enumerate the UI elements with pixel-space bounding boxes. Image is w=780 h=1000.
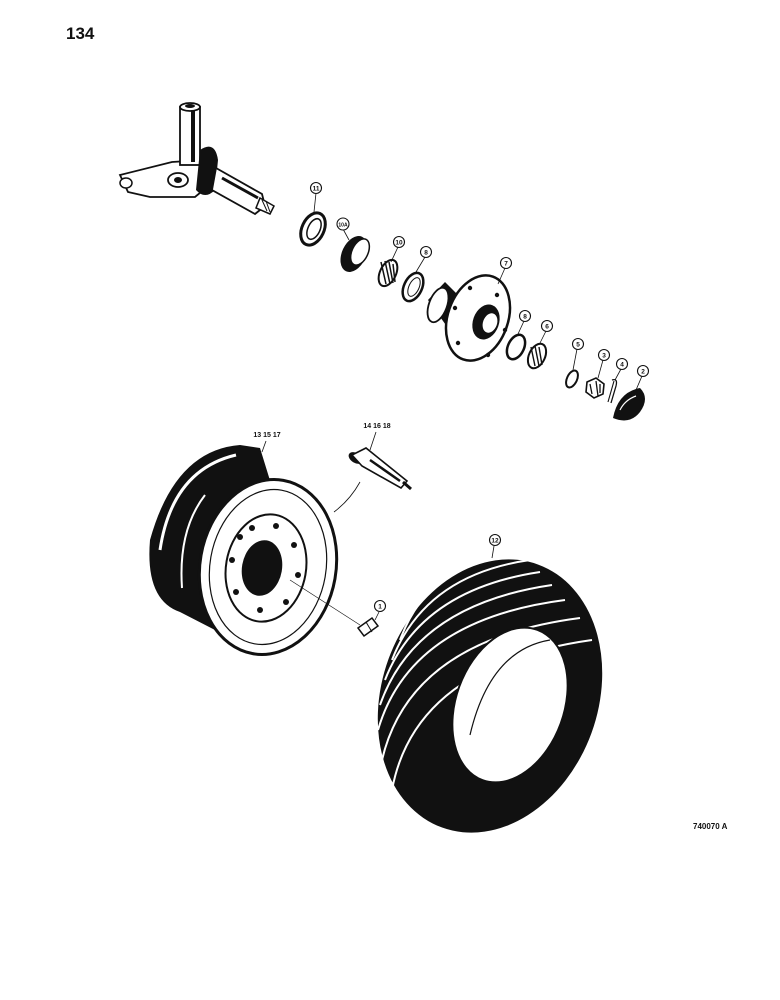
hub-cap-part (613, 388, 645, 421)
spindle-assembly (118, 102, 275, 216)
callout-4: 4 (615, 357, 629, 371)
svg-text:12: 12 (491, 537, 499, 544)
inner-bearing-cone-part (377, 258, 399, 288)
callout-3: 3 (597, 348, 611, 362)
callout-6: 6 (540, 319, 554, 333)
svg-text:8: 8 (523, 313, 527, 320)
page-number: 134 (66, 24, 95, 43)
callout-10: 10 (392, 235, 406, 249)
outer-bearing-cup-part (505, 333, 527, 361)
svg-text:11: 11 (313, 185, 320, 192)
svg-text:1: 1 (378, 603, 382, 610)
callout-7: 7 (499, 256, 513, 270)
callout-2: 2 (636, 364, 650, 378)
callout-8-outer: 8 (518, 309, 532, 323)
valve-stem-part (348, 447, 412, 491)
svg-text:3: 3 (602, 352, 606, 359)
bearing-cup-part (340, 236, 371, 272)
callout-11: 11 (309, 181, 323, 195)
svg-text:13 15 17: 13 15 17 (253, 432, 280, 439)
callout-5: 5 (571, 337, 585, 351)
inner-bearing-cup-part (401, 271, 425, 303)
callout-1: 1 (373, 599, 387, 613)
svg-text:14 16 18: 14 16 18 (363, 423, 390, 430)
wheel-bolt-part (289, 579, 380, 638)
svg-text:2: 2 (641, 368, 645, 375)
washer-part (565, 369, 579, 389)
drawing-code: 740070 A (693, 822, 728, 831)
seal-part (299, 211, 327, 247)
svg-text:8: 8 (424, 249, 428, 256)
callout-10a: 10A (336, 217, 350, 231)
hub-part (426, 274, 512, 362)
rim-part (149, 445, 361, 656)
tire-part (377, 549, 603, 833)
cotter-pin-part (607, 378, 618, 404)
svg-text:4: 4 (620, 361, 624, 368)
callout-12: 12 (488, 533, 502, 547)
outer-bearing-cone-part (526, 342, 548, 370)
svg-text:7: 7 (504, 260, 508, 267)
callout-14-16-18: 14 16 18 (363, 423, 390, 430)
callout-8-inner: 8 (419, 245, 433, 259)
nut-part (585, 377, 605, 399)
svg-text:10A: 10A (338, 222, 348, 228)
svg-text:10: 10 (395, 239, 403, 246)
svg-text:6: 6 (545, 323, 549, 330)
callout-13-15-17: 13 15 17 (253, 432, 280, 439)
svg-text:5: 5 (576, 341, 580, 348)
